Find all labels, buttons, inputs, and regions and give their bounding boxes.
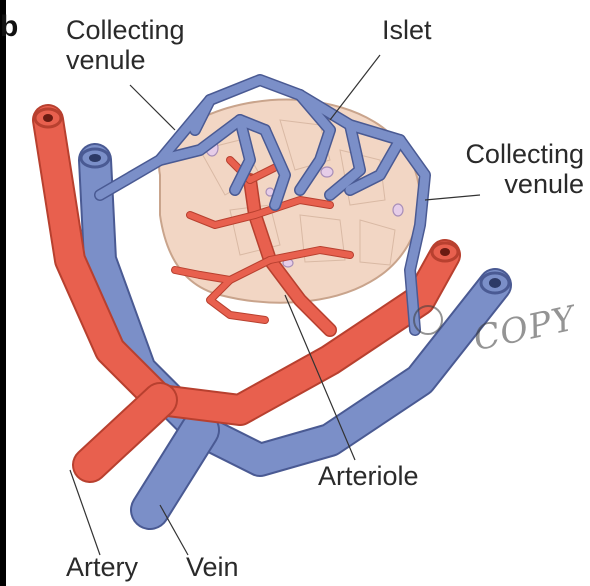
leader-vein <box>160 505 188 555</box>
label-islet: Islet <box>382 16 432 46</box>
leader-artery <box>70 470 100 555</box>
artery-right-lumen <box>440 248 450 256</box>
label-artery: Artery <box>66 553 138 583</box>
label-collecting-venule-right: Collecting venule <box>434 140 584 199</box>
label-arteriole: Arteriole <box>318 462 419 492</box>
artery-top-lumen <box>43 114 53 122</box>
vein-top-lumen <box>89 154 101 162</box>
label-vein: Vein <box>186 553 239 583</box>
panel-letter: b <box>0 10 18 44</box>
label-collecting-venule-top: Collecting venule <box>66 16 226 75</box>
vein-right-lumen <box>489 278 501 288</box>
leader-collecting-venule-top <box>130 85 175 130</box>
leader-islet <box>330 55 380 120</box>
